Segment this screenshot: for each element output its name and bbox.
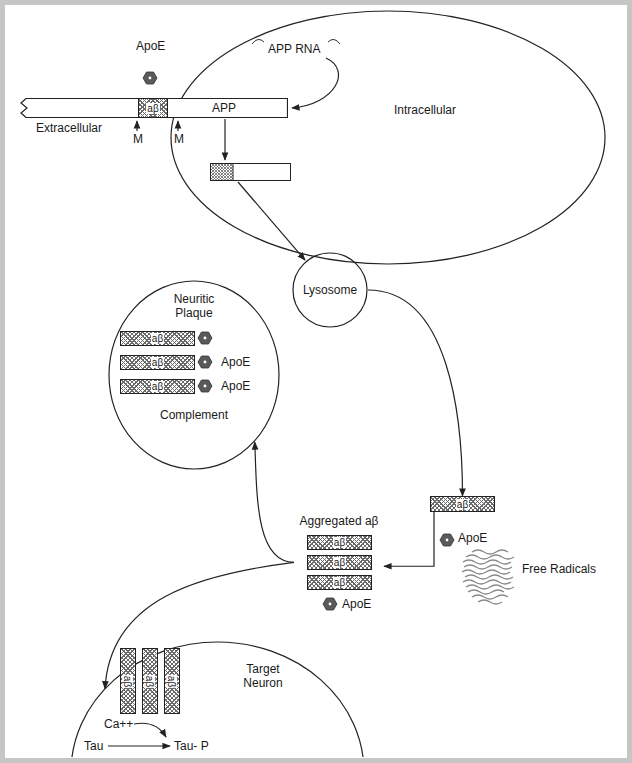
label-text: ApoE <box>221 355 250 369</box>
label-text: APP RNA <box>268 42 320 56</box>
fragment-divider <box>233 164 234 180</box>
cell-membrane-shape <box>171 11 605 264</box>
label-text: ApoE <box>342 597 371 611</box>
node-text: Aggregated aβ <box>294 514 384 528</box>
label-text: Extracellular <box>36 121 102 135</box>
lysosome-circle: Lysosome <box>292 252 368 328</box>
app-fragment <box>211 164 291 181</box>
label-text: Tau <box>84 739 103 753</box>
abeta-bar: aβ <box>307 575 372 590</box>
abeta-bar: aβ <box>120 379 195 394</box>
label-text: M <box>133 132 143 146</box>
node-text: aβ <box>151 333 164 344</box>
abeta-bar: aβ <box>120 355 195 370</box>
node-text: aβ <box>151 357 164 368</box>
label-text: Ca++ <box>104 717 133 731</box>
abeta-bar: aβ <box>307 535 372 550</box>
abeta-channel: aβ <box>142 648 158 714</box>
app-protein-bar-shape <box>21 99 288 118</box>
node-text: aβ <box>333 577 346 588</box>
label-text: M <box>174 132 184 146</box>
cell-membrane-outline <box>170 10 606 265</box>
node-text: aβ <box>122 674 133 687</box>
lysosome-circle-shape <box>293 253 367 327</box>
free-radical-scribble <box>462 550 514 604</box>
label-text: Tau- P <box>174 739 209 753</box>
node-text: aβ <box>144 674 155 687</box>
node-text: Intracellular <box>394 103 456 117</box>
flow-arrow <box>368 290 463 496</box>
abeta-channel: aβ <box>120 648 136 714</box>
node-text: APP <box>212 101 236 115</box>
label-text: ApoE <box>136 39 165 53</box>
label-text: ApoE <box>458 531 487 545</box>
node-text: Target Neuron <box>228 662 298 690</box>
node-text: aβ <box>456 499 469 510</box>
abeta-segment: aβ <box>138 98 168 118</box>
abeta-bar: aβ <box>307 555 372 570</box>
node-text: Lysosome <box>303 283 357 297</box>
abeta-channel: aβ <box>164 648 180 714</box>
target-neuron-shape <box>71 642 364 757</box>
cell-membrane: Intracellular <box>170 10 606 265</box>
label-text: ApoE <box>221 379 250 393</box>
aggregate-group: Aggregated aβ aβ aβ aβ <box>294 514 384 592</box>
label-text: Free Radicals <box>522 562 596 576</box>
neuritic-plaque-shape <box>109 281 279 469</box>
abeta-fragment: aβ <box>430 496 495 512</box>
node-text: Complement <box>134 408 254 422</box>
frame <box>3 3 630 761</box>
target-neuron-outline <box>70 632 365 757</box>
pathway-arrows <box>108 58 339 746</box>
node-text: Neuritic Plaque <box>164 292 224 320</box>
app-protein-bar: APP aβ <box>20 98 288 118</box>
neuritic-plaque: Neuritic PlaqueComplement aβ aβ aβ <box>108 280 280 470</box>
flow-arrow <box>255 442 294 562</box>
node-text: aβ <box>333 537 346 548</box>
node-text: aβ <box>333 557 346 568</box>
target-neuron: Target Neuronaβaβaβ <box>70 632 365 757</box>
fragment-hatch <box>211 164 233 180</box>
abeta-bar: aβ <box>120 331 195 346</box>
node-text: aβ <box>166 674 177 687</box>
node-text: aβ <box>151 381 164 392</box>
node-text: aβ <box>146 103 159 114</box>
flow-arrow <box>384 512 434 566</box>
